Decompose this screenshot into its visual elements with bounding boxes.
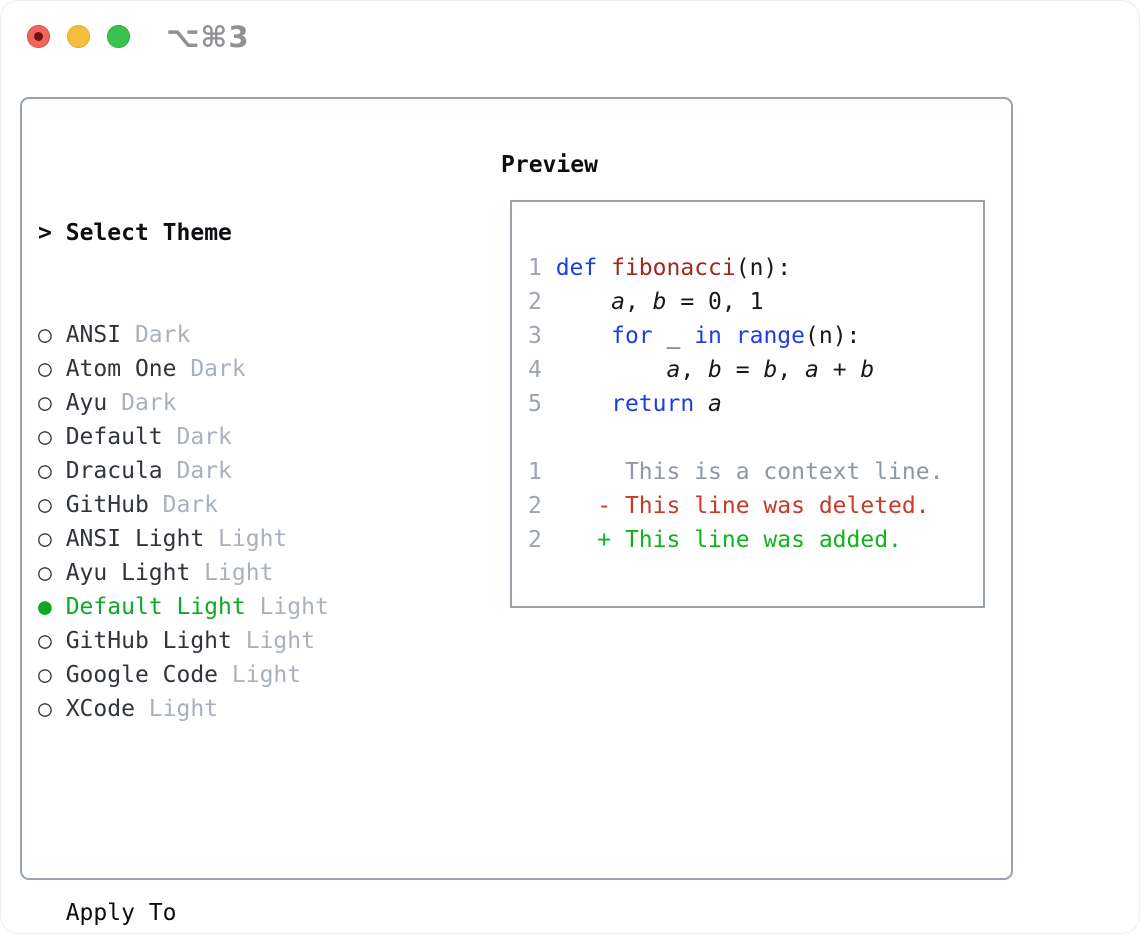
radio-icon: ○ bbox=[38, 628, 66, 654]
diff-line-added: 2 + This line was added. bbox=[528, 523, 983, 557]
window-title: ⌥⌘3 bbox=[166, 20, 250, 54]
theme-name: Atom One bbox=[65, 356, 177, 382]
radio-icon: ○ bbox=[38, 390, 66, 416]
radio-icon: ○ bbox=[38, 424, 66, 450]
radio-icon: ○ bbox=[38, 662, 66, 688]
radio-icon: ○ bbox=[38, 492, 66, 518]
theme-variant: Light bbox=[231, 628, 315, 654]
theme-name: Ayu bbox=[65, 390, 108, 416]
theme-variant: Light bbox=[134, 696, 219, 722]
theme-variant: Dark bbox=[162, 424, 232, 450]
traffic-lights bbox=[27, 25, 130, 48]
diff-text: This line was added. bbox=[624, 527, 902, 553]
code-line: 4 a, b = b, a + b bbox=[528, 357, 875, 383]
preview-box: 1 def fibonacci(n): 2 a, b = 0, 1 3 for _ … bbox=[510, 200, 985, 608]
preview-title: Preview bbox=[501, 152, 598, 178]
diff-text: This line was deleted. bbox=[624, 493, 930, 519]
theme-variant: Dark bbox=[148, 492, 219, 518]
theme-option-google-code[interactable]: ○ Google Code Light bbox=[38, 658, 426, 692]
line-number: 2 bbox=[528, 289, 556, 315]
diff-marker: + bbox=[597, 527, 625, 553]
theme-option-atom-one[interactable]: ○ Atom One Dark bbox=[38, 352, 426, 386]
code-line: 5 return a bbox=[528, 391, 722, 417]
line-number: 1 bbox=[528, 459, 598, 485]
radio-icon: ○ bbox=[38, 458, 66, 484]
theme-variant: Light bbox=[218, 662, 302, 688]
code-line: 1 def fibonacci(n): bbox=[528, 255, 792, 281]
theme-list: ○ ANSI Dark○ Atom One Dark○ Ayu Dark○ De… bbox=[38, 318, 426, 726]
spacer bbox=[528, 421, 983, 455]
line-number: 1 bbox=[528, 255, 556, 281]
theme-name: XCode bbox=[65, 696, 135, 722]
theme-option-default-light[interactable]: ● Default Light Light bbox=[38, 590, 426, 624]
unsaved-dot-icon bbox=[34, 32, 43, 41]
diff-line-context: 1 This is a context line. bbox=[528, 455, 983, 489]
code-line: 2 a, b = 0, 1 bbox=[528, 289, 764, 315]
preview-header: Preview bbox=[501, 148, 598, 182]
focus-caret: > bbox=[38, 220, 52, 246]
theme-variant: Light bbox=[245, 594, 329, 620]
selector-column: > Select Theme ○ ANSI Dark○ Atom One Dar… bbox=[38, 148, 426, 934]
theme-variant: Dark bbox=[107, 390, 177, 416]
line-number: 5 bbox=[528, 391, 556, 417]
theme-option-ayu[interactable]: ○ Ayu Dark bbox=[38, 386, 426, 420]
minimize-button[interactable] bbox=[67, 25, 90, 48]
theme-variant: Dark bbox=[121, 322, 191, 348]
theme-name: Google Code bbox=[65, 662, 219, 688]
code-line: 3 for _ in range(n): bbox=[528, 323, 861, 349]
theme-option-default[interactable]: ○ Default Dark bbox=[38, 420, 426, 454]
close-button[interactable] bbox=[27, 25, 50, 48]
theme-name: GitHub bbox=[65, 492, 149, 518]
line-number: 3 bbox=[528, 323, 556, 349]
select-theme-title: Select Theme bbox=[65, 220, 232, 246]
diff-marker: - bbox=[597, 493, 625, 519]
zoom-button[interactable] bbox=[107, 25, 130, 48]
line-number: 2 bbox=[528, 493, 598, 519]
theme-name: Default Light bbox=[65, 594, 246, 620]
theme-option-dracula[interactable]: ○ Dracula Dark bbox=[38, 454, 426, 488]
radio-icon: ○ bbox=[38, 356, 66, 382]
apply-to-header: Apply To bbox=[65, 900, 177, 926]
theme-option-ayu-light[interactable]: ○ Ayu Light Light bbox=[38, 556, 426, 590]
radio-icon: ○ bbox=[38, 696, 66, 722]
theme-name: Ayu Light bbox=[65, 560, 191, 586]
diff-marker bbox=[597, 459, 625, 485]
select-theme-header: > Select Theme bbox=[38, 216, 426, 250]
diff-line-deleted: 2 - This line was deleted. bbox=[528, 489, 983, 523]
theme-option-ansi-light[interactable]: ○ ANSI Light Light bbox=[38, 522, 426, 556]
theme-name: ANSI bbox=[65, 322, 122, 348]
theme-name: ANSI Light bbox=[65, 526, 205, 552]
theme-option-xcode[interactable]: ○ XCode Light bbox=[38, 692, 426, 726]
theme-name: Default bbox=[65, 424, 163, 450]
spacer bbox=[38, 794, 426, 828]
radio-icon: ○ bbox=[38, 560, 66, 586]
theme-option-github-light[interactable]: ○ GitHub Light Light bbox=[38, 624, 426, 658]
theme-variant: Light bbox=[204, 526, 288, 552]
theme-name: GitHub Light bbox=[65, 628, 232, 654]
radio-icon: ○ bbox=[38, 526, 66, 552]
code-preview: 1 def fibonacci(n): 2 a, b = 0, 1 3 for _ … bbox=[512, 202, 983, 557]
theme-name: Dracula bbox=[65, 458, 163, 484]
radio-icon: ● bbox=[38, 594, 66, 620]
theme-variant: Dark bbox=[176, 356, 246, 382]
line-number: 2 bbox=[528, 527, 598, 553]
diff-text: This is a context line. bbox=[624, 459, 944, 485]
radio-icon: ○ bbox=[38, 322, 66, 348]
theme-option-github[interactable]: ○ GitHub Dark bbox=[38, 488, 426, 522]
line-number: 4 bbox=[528, 357, 556, 383]
theme-variant: Light bbox=[190, 560, 274, 586]
theme-option-ansi[interactable]: ○ ANSI Dark bbox=[38, 318, 426, 352]
theme-variant: Dark bbox=[162, 458, 232, 484]
